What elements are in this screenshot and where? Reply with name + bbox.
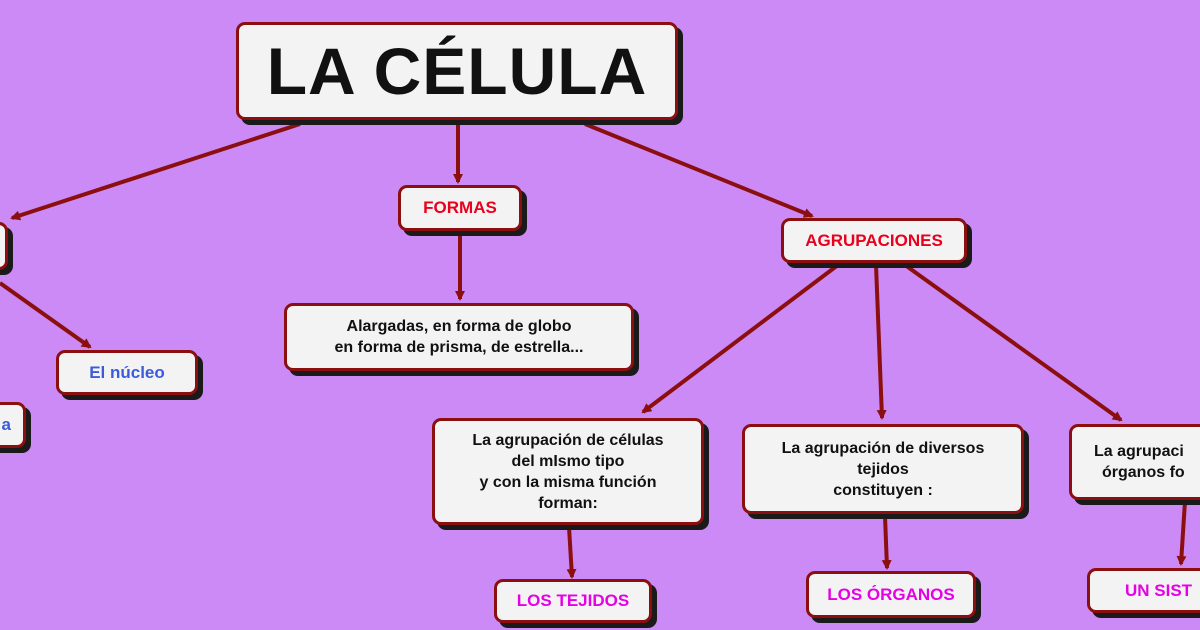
nucleo-label: El núcleo: [89, 362, 165, 382]
left-partial-blue-node: a: [0, 402, 26, 448]
title-node: LA CÉLULA: [236, 22, 678, 120]
arrow-agrupaciones-to-sistemas: [903, 263, 1123, 422]
arrow-left-to-nucleo: [0, 281, 92, 349]
title-text: LA CÉLULA: [266, 34, 648, 108]
formas-description-line: en forma de prisma, de estrella...: [334, 339, 584, 356]
organos-description-line: La agrupación de diversos: [781, 439, 985, 457]
formas-description-node: Alargadas, en forma de globo en forma de…: [284, 303, 634, 371]
sistemas-description-node: La agrupaci órganos fo: [1069, 424, 1200, 500]
sistemas-description-line: órganos fo: [1102, 464, 1185, 481]
arrow-agrupaciones-to-organos: [874, 264, 887, 420]
tejidos-result-label: LOS TEJIDOS: [516, 591, 630, 610]
sistemas-description-line: La agrupaci: [1094, 443, 1184, 460]
arrow-title-to-agrupaciones: [584, 122, 814, 218]
sistemas-result-node: UN SIST: [1087, 568, 1200, 613]
tejidos-description-line: y con la misma función: [479, 473, 657, 491]
arrow-organos-text-to-result: [881, 515, 892, 570]
organos-description-node: La agrupación de diversos tejidos consti…: [742, 424, 1024, 514]
left-partial-label: a: [1, 415, 11, 434]
nucleo-node: El núcleo: [56, 350, 198, 395]
agrupaciones-node: AGRUPACIONES: [781, 218, 967, 263]
organos-description-line: constituyen :: [833, 481, 933, 499]
arrow-tejidos-text-to-result: [566, 526, 577, 579]
organos-description-line: tejidos: [857, 460, 909, 478]
tejidos-description-line: La agrupación de células: [472, 431, 664, 449]
tejidos-description-line: forman:: [538, 494, 598, 512]
tejidos-result-node: LOS TEJIDOS: [494, 579, 652, 623]
organos-result-node: LOS ÓRGANOS: [806, 571, 976, 618]
tejidos-description-line: del mIsmo tipo: [511, 452, 625, 470]
formas-node: FORMAS: [398, 185, 522, 231]
arrow-sistemas-text-to-result: [1176, 500, 1187, 566]
formas-description-line: Alargadas, en forma de globo: [346, 318, 572, 335]
organos-result-label: LOS ÓRGANOS: [827, 584, 955, 604]
formas-label: FORMAS: [423, 198, 497, 217]
agrupaciones-label: AGRUPACIONES: [805, 230, 943, 250]
arrow-agrupaciones-to-tejidos: [641, 263, 840, 414]
left-partial-node: [0, 222, 8, 270]
sistemas-result-label: UN SIST: [1125, 580, 1193, 600]
tejidos-description-node: La agrupación de células del mIsmo tipo …: [432, 418, 704, 525]
arrow-title-to-left: [10, 122, 301, 221]
